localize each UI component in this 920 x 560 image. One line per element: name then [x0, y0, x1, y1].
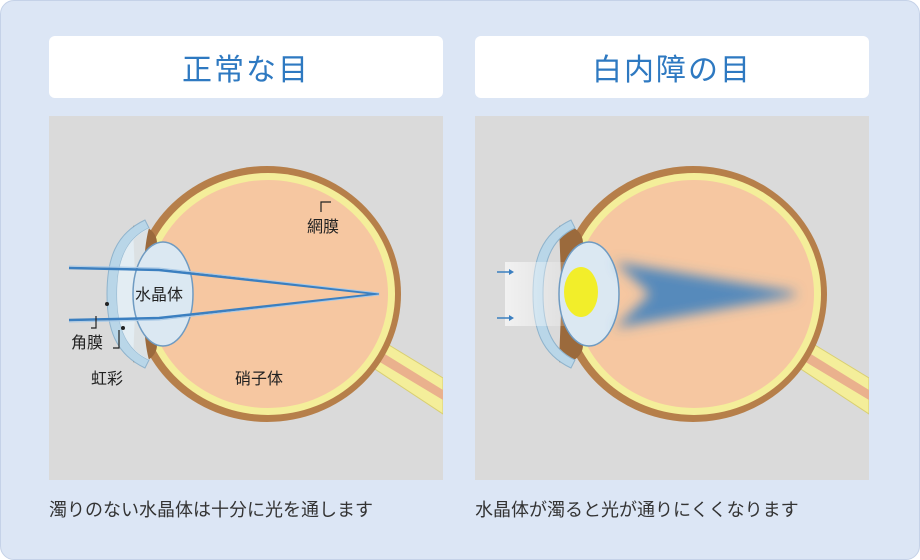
iris-label: 虹彩: [91, 369, 123, 388]
normal-eye-title: 正常な目: [49, 36, 443, 98]
vitreous-label: 硝子体: [235, 369, 283, 388]
scattered-light: [615, 262, 795, 328]
normal-eye-figure: 水晶体 網膜 角膜 虹彩 硝子体: [49, 116, 443, 480]
cataract-eye-figure: [475, 116, 869, 480]
cataract-opacity: [564, 267, 598, 317]
cataract-eye-caption: 水晶体が濁ると光が通りにくくなります: [475, 500, 799, 521]
normal-eye-diagram: 水晶体 網膜 角膜 虹彩 硝子体: [68, 166, 443, 422]
light-rays: [68, 266, 380, 322]
cataract-eye-diagram: [497, 166, 869, 422]
incoming-arrows: [497, 269, 514, 321]
vitreous-body: [148, 180, 388, 408]
normal-eye-caption: 濁りのない水晶体は十分に光を通します: [49, 500, 373, 521]
cornea-label: 角膜: [71, 333, 103, 352]
cataract-eye-title: 白内障の目: [475, 36, 869, 98]
retina-label: 網膜: [307, 217, 339, 236]
lens-label: 水晶体: [135, 285, 183, 304]
